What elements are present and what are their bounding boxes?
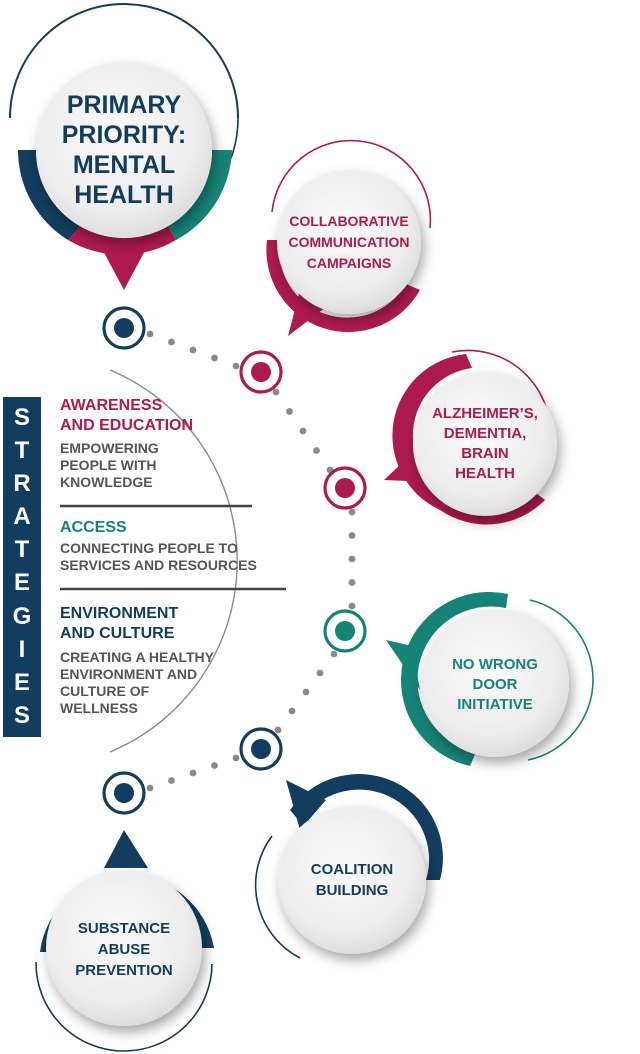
connector-dot (286, 408, 293, 415)
dotted-connector (146, 330, 356, 792)
strategies-letter: G (12, 602, 32, 630)
connector-dot (211, 354, 218, 362)
coalition-label: COALITION BUILDING (284, 856, 420, 904)
access-title: ACCESS (60, 519, 127, 536)
strategies-letter: I (18, 635, 26, 663)
node-primary (102, 306, 146, 350)
strategies-letter: A (13, 503, 31, 531)
node-coalition (239, 727, 283, 771)
no-wrong-door-text: NO WRONG DOOR INITIATIVE (452, 656, 538, 713)
strategies-letter: E (13, 668, 30, 696)
connector-dot (348, 508, 356, 516)
strategies-letter: S (13, 701, 30, 729)
strategies-letter: R (13, 470, 31, 498)
access-description: CONNECTING PEOPLE TO SERVICES AND RESOUR… (60, 540, 257, 573)
connector-dot (211, 762, 218, 769)
connector-dot (168, 338, 175, 346)
no-wrong-door-bubble (386, 591, 594, 766)
no-wrong-door-label: NO WRONG DOOR INITIATIVE (428, 650, 562, 720)
connector-dot (274, 726, 282, 734)
node-alzheimers (323, 466, 367, 510)
connector-dot (272, 388, 280, 396)
substance-label: SUBSTANCE ABUSE PREVENTION (54, 914, 194, 984)
connector-dot (348, 532, 356, 539)
connector-dot (288, 707, 296, 715)
connector-dot (168, 777, 175, 784)
collaborative-text: COLLABORATIVE COMMUNICATION CAMPAIGNS (288, 212, 410, 271)
primary-priority-bubble (9, 3, 239, 290)
strategies-letter: E (13, 569, 30, 597)
coalition-text: COALITION BUILDING (310, 861, 394, 899)
substance-text: SUBSTANCE ABUSE PREVENTION (75, 919, 173, 979)
connector-dot (316, 669, 324, 677)
primary-priority-label: PRIMARY PRIORITY: MENTAL HEALTH (34, 72, 214, 228)
connector-dot (348, 555, 356, 563)
node-substance (102, 771, 146, 815)
strategies-arc (109, 369, 238, 753)
connector-dot (146, 784, 154, 792)
node-collaborative (239, 350, 283, 394)
connector-dot (146, 330, 154, 338)
connector-dot (189, 346, 197, 354)
strategies-letter: T (14, 437, 30, 465)
connector-dot (232, 362, 240, 370)
node-no-wrong-door (323, 609, 367, 653)
connector-dot (189, 769, 197, 777)
collaborative-bubble (266, 139, 432, 336)
environment-title: ENVIRONMENT AND CULTURE (60, 605, 179, 642)
collaborative-label: COLLABORATIVE COMMUNICATION CAMPAIGNS (277, 206, 421, 278)
connector-dot (232, 754, 240, 762)
environment-description: CREATING A HEALTHY ENVIRONMENT AND CULTU… (60, 649, 214, 716)
connector-dot (299, 427, 307, 435)
substance-bubble (35, 830, 214, 1052)
alzheimers-text: ALZHEIMER’S, DEMENTIA, BRAIN HEALTH (432, 405, 538, 482)
connector-dot (313, 447, 320, 454)
connector-dot (330, 650, 338, 658)
coalition-bubble (254, 774, 443, 959)
alzheimers-bubble (384, 349, 557, 525)
awareness-title: AWARENESS AND EDUCATION (60, 397, 194, 434)
strategies-letter: T (14, 536, 30, 564)
connector-dot (348, 579, 356, 586)
alzheimers-label: ALZHEIMER’S, DEMENTIA, BRAIN HEALTH (418, 398, 552, 490)
strategies-letter: S (13, 404, 30, 432)
primary-priority-text: PRIMARY PRIORITY: MENTAL HEALTH (61, 91, 187, 209)
awareness-description: EMPOWERING PEOPLE WITH KNOWLEDGE (60, 440, 159, 490)
connector-dot (348, 602, 356, 610)
connector-dot (302, 688, 310, 696)
